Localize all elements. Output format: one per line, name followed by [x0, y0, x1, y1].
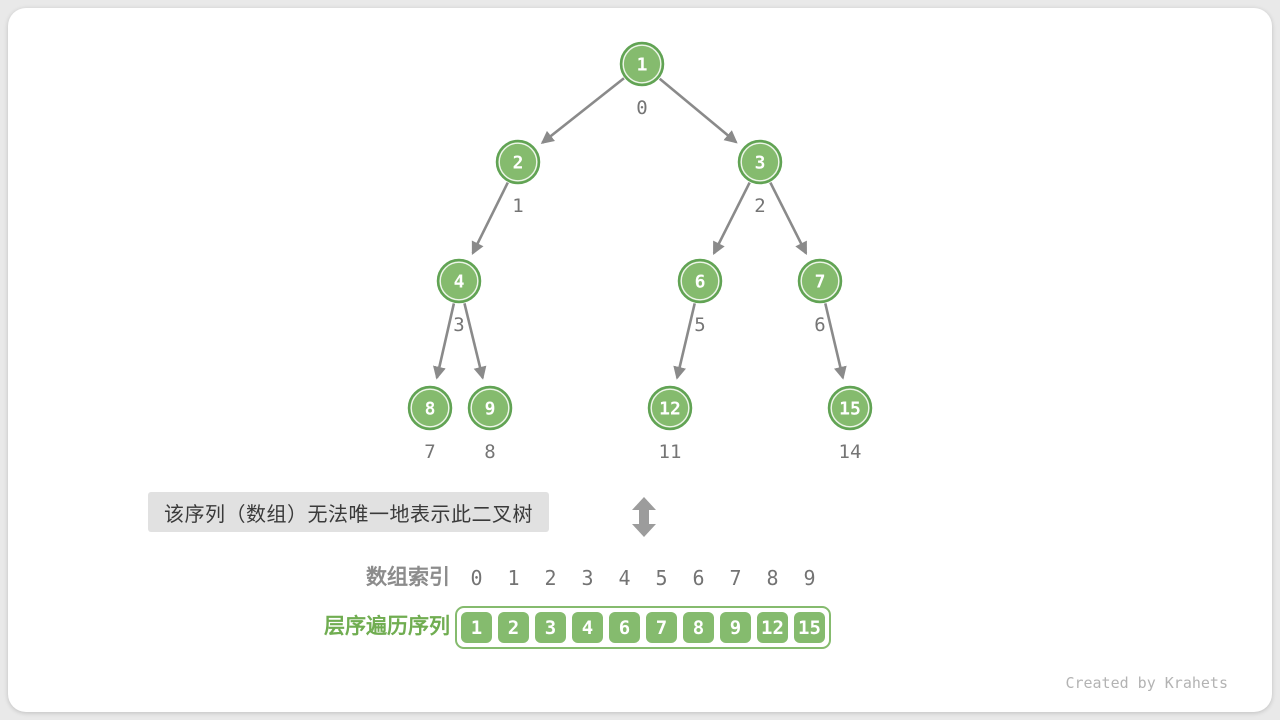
- tree-node-ring: [650, 388, 690, 428]
- tree-node-ring: [498, 142, 538, 182]
- tree-node-circle: [737, 139, 783, 185]
- canvas-card: [8, 8, 1272, 712]
- swap-arrow-icon: [632, 497, 656, 537]
- tree-node-value: 7: [815, 271, 826, 292]
- level-order-label: 层序遍历序列: [324, 615, 450, 638]
- tree-node-ring: [680, 261, 720, 301]
- tree-node-index: 3: [453, 314, 464, 336]
- tree-edge: [673, 303, 696, 380]
- array-cell: 3: [535, 612, 566, 643]
- credit-text: Created by Krahets: [1065, 674, 1228, 692]
- tree-edge: [769, 181, 808, 256]
- array-cell: 1: [461, 612, 492, 643]
- tree-node-circle: [619, 41, 665, 87]
- array-cell: 2: [498, 612, 529, 643]
- tree-node: 98: [467, 385, 513, 463]
- tree-node-ring: [830, 388, 870, 428]
- array-cell: 4: [572, 612, 603, 643]
- tree-edge: [824, 303, 847, 380]
- array-cell: 9: [720, 612, 751, 643]
- tree-node: 76: [797, 258, 843, 336]
- tree-node-circle: [647, 385, 693, 431]
- array-index-value: 1: [507, 566, 520, 590]
- array-index-value: 8: [766, 566, 779, 590]
- tree-node-index: 1: [512, 195, 523, 217]
- array-index-value: 4: [618, 566, 631, 590]
- tree-node-circle: [495, 139, 541, 185]
- tree-node-value: 12: [659, 398, 681, 419]
- tree-node: 10: [619, 41, 665, 119]
- tree-node-value: 9: [485, 398, 496, 419]
- tree-node: 87: [407, 385, 453, 463]
- tree-node-ring: [622, 44, 662, 84]
- array-cell: 6: [609, 612, 640, 643]
- tree-node-index: 6: [814, 314, 825, 336]
- tree-node-index: 8: [484, 441, 495, 463]
- array-cell: 8: [683, 612, 714, 643]
- tree-node-index: 5: [694, 314, 705, 336]
- tree-node-circle: [677, 258, 723, 304]
- tree-edge: [463, 303, 487, 380]
- tree-node-value: 1: [637, 54, 648, 75]
- array-cell: 7: [646, 612, 677, 643]
- array-index-value: 5: [655, 566, 668, 590]
- tree-node-ring: [439, 261, 479, 301]
- tree-node-value: 8: [425, 398, 436, 419]
- tree-node-index: 11: [659, 441, 682, 463]
- array-index-label: 数组索引: [366, 566, 450, 589]
- array-index-value: 7: [729, 566, 742, 590]
- tree-node-index: 7: [424, 441, 435, 463]
- tree-node-ring: [740, 142, 780, 182]
- tree-node: 43: [436, 258, 482, 336]
- array-cell: 15: [794, 612, 825, 643]
- tree-edges: [433, 77, 847, 380]
- tree-node-ring: [470, 388, 510, 428]
- array-index-value: 0: [470, 566, 483, 590]
- tree-node-value: 4: [454, 271, 465, 292]
- tree-edge: [540, 77, 625, 144]
- tree-edge: [712, 181, 751, 256]
- tree-node: 65: [677, 258, 723, 336]
- tree-node-ring: [410, 388, 450, 428]
- tree-node-circle: [436, 258, 482, 304]
- array-index-value: 6: [692, 566, 705, 590]
- array-index-value: 9: [803, 566, 816, 590]
- tree-node-value: 15: [839, 398, 861, 419]
- tree-edge: [471, 182, 509, 255]
- array-index-value: 3: [581, 566, 594, 590]
- tree-node-value: 6: [695, 271, 706, 292]
- tree-node-value: 2: [513, 152, 524, 173]
- tree-node-circle: [407, 385, 453, 431]
- array-cell: 12: [757, 612, 788, 643]
- tree-node: 12 11: [647, 385, 693, 463]
- tree-edge: [658, 77, 738, 144]
- tree-node-value: 3: [755, 152, 766, 173]
- tree-node-circle: [467, 385, 513, 431]
- tree-node-ring: [800, 261, 840, 301]
- array-index-value: 2: [544, 566, 557, 590]
- tree-node: 32: [737, 139, 783, 217]
- tree-node-circle: [827, 385, 873, 431]
- tree-node-circle: [797, 258, 843, 304]
- tree-node-index: 2: [754, 195, 765, 217]
- tree-node-index: 0: [636, 97, 647, 119]
- tree-node-index: 14: [839, 441, 862, 463]
- tree-edge: [433, 303, 456, 380]
- tree-node: 21: [495, 139, 541, 217]
- note-box: 该序列（数组）无法唯一地表示此二叉树: [148, 492, 549, 532]
